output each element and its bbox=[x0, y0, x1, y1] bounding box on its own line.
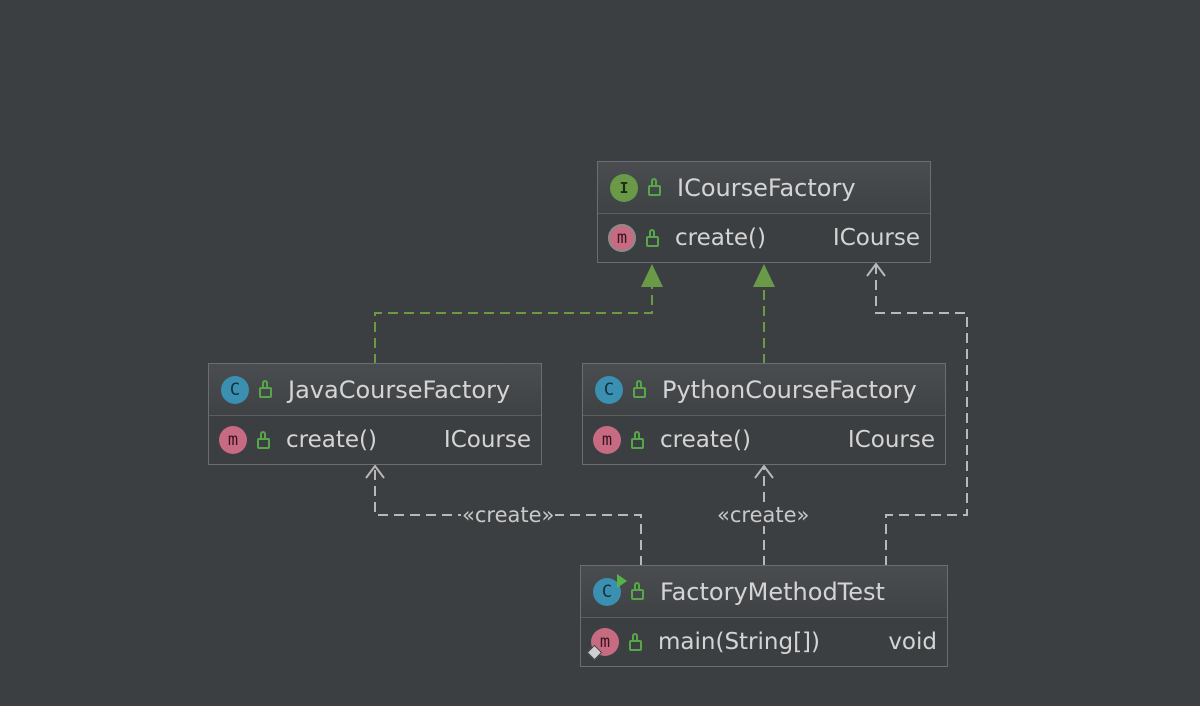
node-title: FactoryMethodTest bbox=[660, 577, 885, 606]
node-header: C PythonCourseFactory bbox=[583, 364, 945, 416]
implements-arrowhead-python bbox=[753, 264, 775, 287]
node-header: I ICourseFactory bbox=[598, 162, 930, 214]
method-return-type: ICourse bbox=[443, 427, 531, 453]
node-java-course-factory[interactable]: C JavaCourseFactory m create() ICourse bbox=[208, 363, 542, 465]
implements-arrowhead-java bbox=[641, 264, 663, 287]
member-row[interactable]: m create() ICourse bbox=[209, 416, 541, 464]
method-name: main(String[]) bbox=[658, 629, 820, 655]
method-icon: m bbox=[593, 426, 621, 454]
public-lock-icon bbox=[629, 632, 642, 651]
member-row[interactable]: m main(String[]) void bbox=[581, 618, 947, 666]
method-name: create() bbox=[675, 225, 766, 251]
method-return-type: void bbox=[888, 629, 937, 655]
method-name: create() bbox=[286, 427, 377, 453]
node-header: C FactoryMethodTest bbox=[581, 566, 947, 618]
method-badge-letter: m bbox=[599, 632, 611, 652]
member-row[interactable]: m create() ICourse bbox=[583, 416, 945, 464]
member-row[interactable]: m create() ICourse bbox=[598, 214, 930, 262]
class-badge-letter: C bbox=[601, 581, 613, 602]
class-icon: C bbox=[221, 375, 249, 404]
method-name: create() bbox=[660, 427, 751, 453]
public-lock-icon bbox=[648, 178, 661, 196]
edge-java-implements bbox=[374, 286, 653, 364]
dependency-arrowhead-java bbox=[365, 464, 385, 479]
node-header: C JavaCourseFactory bbox=[209, 364, 541, 416]
run-icon bbox=[617, 573, 627, 588]
method-icon: m bbox=[219, 426, 247, 454]
node-title: PythonCourseFactory bbox=[662, 375, 917, 404]
node-python-course-factory[interactable]: C PythonCourseFactory m create() ICourse bbox=[582, 363, 946, 465]
dependency-arrowhead-python bbox=[754, 464, 774, 479]
method-return-type: ICourse bbox=[832, 225, 920, 251]
node-title: JavaCourseFactory bbox=[288, 375, 511, 404]
abstract-method-icon: m bbox=[608, 224, 636, 252]
node-title: ICourseFactory bbox=[677, 173, 856, 202]
edge-label-create-python: «create» bbox=[716, 503, 811, 527]
node-factory-method-test[interactable]: C FactoryMethodTest m main(String[]) voi… bbox=[580, 565, 948, 667]
public-lock-icon bbox=[631, 582, 644, 600]
public-lock-icon bbox=[257, 430, 270, 449]
class-icon: C bbox=[595, 375, 623, 404]
edge-test-uses-interface bbox=[875, 264, 968, 566]
node-icourse-factory[interactable]: I ICourseFactory m create() ICourse bbox=[597, 161, 931, 263]
public-lock-icon bbox=[646, 228, 659, 247]
static-method-icon: m bbox=[586, 628, 619, 661]
edge-label-create-java: «create» bbox=[461, 503, 556, 527]
interface-icon: I bbox=[610, 173, 638, 202]
dependency-arrowhead-interface bbox=[866, 262, 886, 277]
runnable-class-icon: C bbox=[593, 573, 627, 606]
public-lock-icon bbox=[633, 380, 646, 398]
method-return-type: ICourse bbox=[847, 427, 935, 453]
public-lock-icon bbox=[259, 380, 272, 398]
public-lock-icon bbox=[631, 430, 644, 449]
